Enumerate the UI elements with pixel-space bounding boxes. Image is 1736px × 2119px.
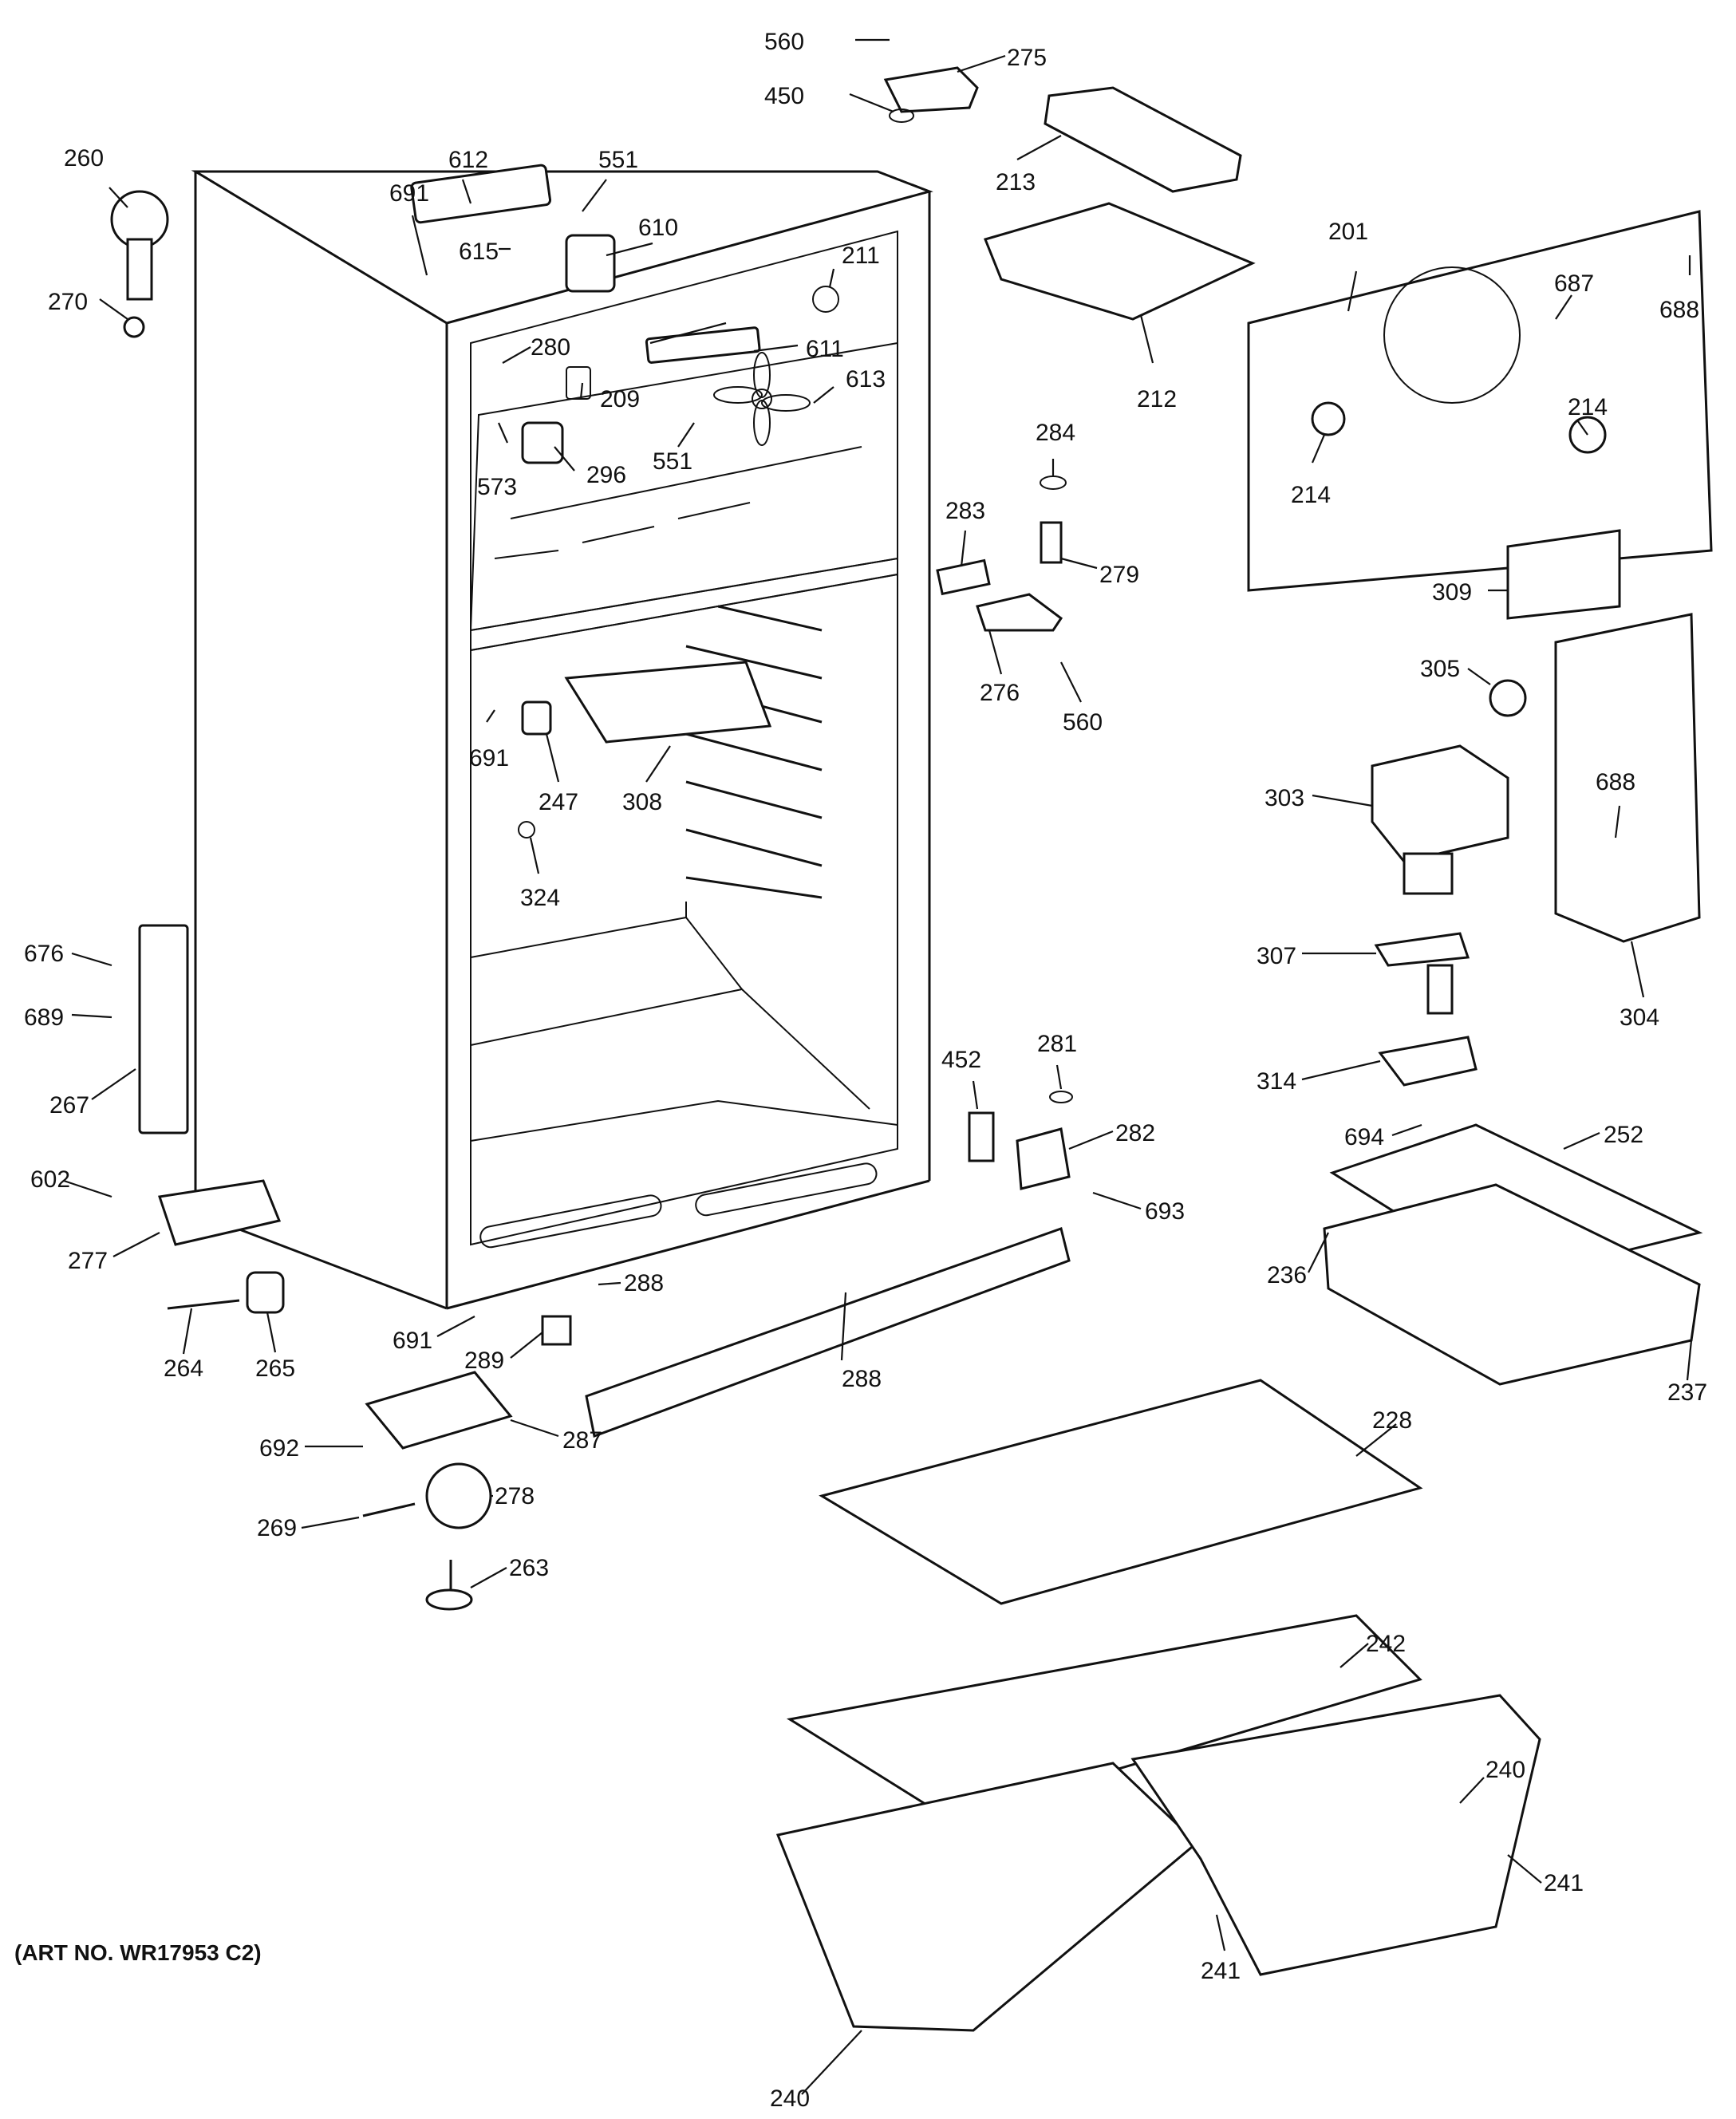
part-label: 692	[259, 1435, 299, 1462]
part-label: 296	[586, 462, 626, 488]
part-label: 694	[1344, 1124, 1384, 1150]
part-label: 283	[945, 498, 985, 524]
part-label: 691	[389, 180, 429, 207]
part-label: 324	[520, 885, 560, 911]
part-label: 307	[1257, 943, 1296, 969]
part-label: 270	[48, 289, 88, 315]
part-label: 560	[1063, 709, 1103, 736]
part-label: 276	[980, 680, 1020, 706]
part-label: 278	[495, 1483, 535, 1509]
part-label: 211	[842, 243, 880, 269]
part-label: 284	[1036, 420, 1075, 446]
part-label: 213	[996, 169, 1036, 195]
part-label: 452	[941, 1047, 981, 1073]
part-label: 281	[1037, 1031, 1077, 1057]
part-label: 242	[1366, 1631, 1406, 1657]
part-label: 610	[638, 215, 678, 241]
part-label: 209	[600, 386, 640, 412]
part-label: 279	[1099, 562, 1139, 588]
part-label: 691	[393, 1328, 432, 1354]
part-label: 275	[1007, 45, 1047, 71]
part-label: 308	[622, 789, 662, 815]
part-label: 214	[1291, 482, 1331, 508]
part-label: 611	[806, 336, 844, 362]
part-label: 288	[842, 1366, 882, 1392]
part-label: 287	[562, 1427, 602, 1454]
part-label: 212	[1137, 386, 1177, 412]
part-label: 247	[539, 789, 578, 815]
part-label: 260	[64, 145, 104, 172]
part-label: 289	[464, 1348, 504, 1374]
part-label: 450	[764, 83, 804, 109]
part-label: 280	[531, 334, 570, 361]
part-label: 691	[469, 745, 509, 771]
part-label: 693	[1145, 1198, 1185, 1225]
cabinet-drawing	[191, 164, 933, 1310]
part-label: 240	[770, 2085, 810, 2112]
part-label: 573	[477, 474, 517, 500]
part-label: 269	[257, 1515, 297, 1541]
parts-drawings	[110, 66, 1713, 2032]
part-label: 560	[764, 29, 804, 55]
part-label: 309	[1432, 579, 1472, 606]
part-label: 236	[1267, 1262, 1307, 1288]
part-label: 241	[1201, 1958, 1241, 1984]
part-label: 687	[1554, 270, 1594, 297]
part-label: 305	[1420, 656, 1460, 682]
part-label: 214	[1568, 394, 1608, 420]
part-label: 282	[1115, 1120, 1155, 1146]
part-label: 612	[448, 147, 488, 173]
part-label: 304	[1620, 1004, 1659, 1031]
leader-lines	[63, 38, 1693, 2095]
part-label: 689	[24, 1004, 64, 1031]
part-label: 228	[1372, 1407, 1412, 1434]
part-label: 602	[30, 1166, 70, 1193]
part-label: 252	[1604, 1122, 1643, 1148]
part-label: 303	[1265, 785, 1304, 811]
part-label: 615	[459, 239, 499, 265]
part-label: 277	[68, 1248, 108, 1274]
part-label: 265	[255, 1355, 295, 1382]
part-label: 551	[653, 448, 692, 475]
part-label: 688	[1596, 769, 1635, 795]
part-labels: 560 275 450 213 212 260 270 612 551 691 …	[24, 29, 1707, 2112]
part-label: 241	[1544, 1870, 1584, 1896]
part-label: 263	[509, 1555, 549, 1581]
part-label: 237	[1667, 1379, 1707, 1406]
part-label: 240	[1485, 1757, 1525, 1783]
part-label: 264	[164, 1355, 203, 1382]
part-label: 288	[624, 1270, 664, 1296]
part-label: 267	[49, 1092, 89, 1119]
part-label: 201	[1328, 219, 1368, 245]
art-number-caption: (ART NO. WR17953 C2)	[14, 1940, 262, 1965]
part-label: 551	[598, 147, 638, 173]
part-label: 676	[24, 941, 64, 967]
part-label: 688	[1659, 297, 1699, 323]
part-label: 314	[1257, 1068, 1296, 1095]
part-label: 613	[846, 366, 886, 393]
